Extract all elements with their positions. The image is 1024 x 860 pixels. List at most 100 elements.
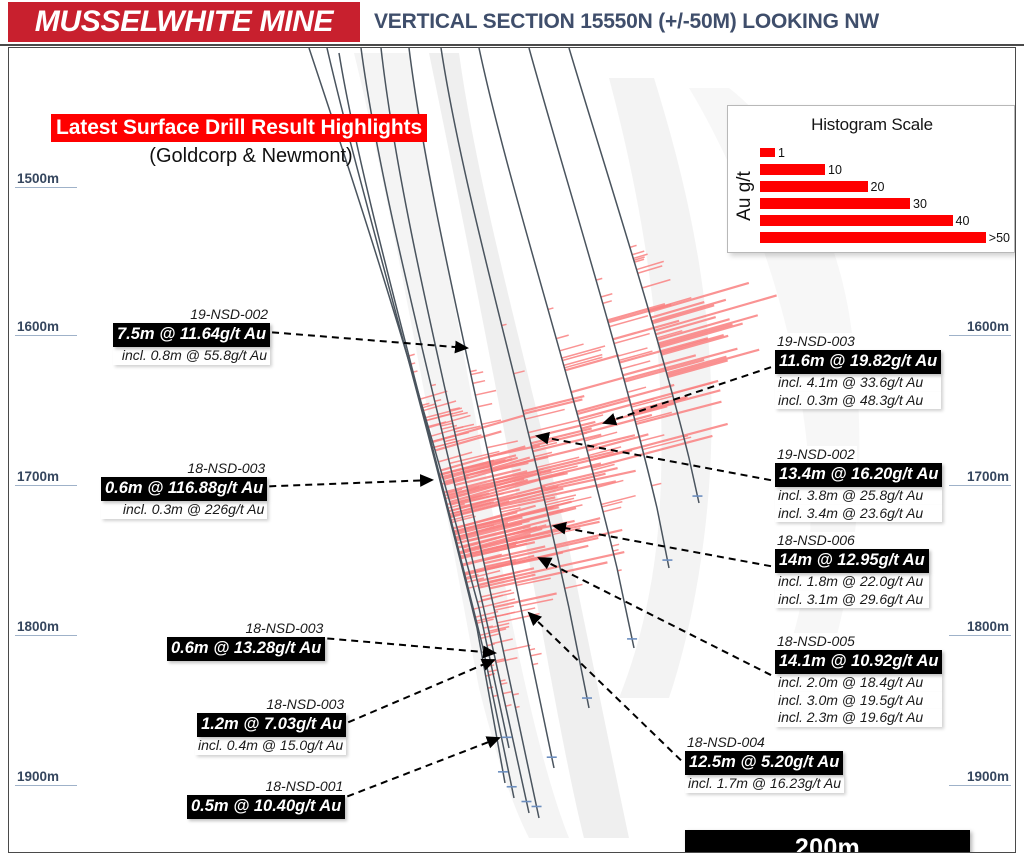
assay-histogram-bar: [540, 466, 618, 488]
callout-assay-included: incl. 3.8m @ 25.8g/t Au: [775, 487, 943, 505]
leader-line-group: [269, 331, 772, 798]
assay-histogram-bar: [642, 436, 692, 451]
assay-histogram-bar: [529, 648, 536, 651]
assay-histogram-bar: [486, 440, 518, 449]
assay-histogram-bar: [476, 524, 495, 530]
assay-histogram-bar: [533, 451, 553, 458]
callout-assay-included: incl. 3.1m @ 29.6g/t Au: [775, 590, 929, 608]
assay-histogram-bar: [495, 656, 518, 664]
assay-histogram-bar: [412, 370, 418, 373]
assay-histogram-bar: [595, 277, 603, 281]
legend-bar: [760, 215, 953, 226]
assay-histogram-bar: [632, 389, 721, 415]
assay-histogram-bar: [624, 358, 705, 383]
drillhole-trace: [326, 48, 506, 784]
callout-assay-main: 14.1m @ 10.92g/t Au: [775, 650, 943, 674]
depth-tick-left: [15, 335, 77, 336]
callout-hole-id: 19-NSD-003: [775, 333, 857, 350]
callout-assay-main: 13.4m @ 16.20g/t Au: [775, 463, 943, 487]
assay-histogram-bar: [493, 468, 544, 481]
assay-histogram-bar: [491, 462, 529, 472]
callout-assay-main: 14m @ 12.95g/t Au: [775, 549, 929, 573]
assay-histogram-bar: [541, 472, 606, 490]
assay-histogram-bar: [445, 494, 483, 506]
assay-histogram-bar: [461, 553, 502, 566]
depth-label-right: 1900m: [966, 769, 1009, 784]
assay-histogram-bar: [421, 402, 430, 407]
callout-assay-included: incl. 3.0m @ 19.5g/t Au: [775, 691, 943, 709]
assay-histogram-bar: [650, 301, 705, 319]
drillhole-trace: [478, 48, 635, 649]
assay-histogram-bar: [528, 419, 579, 434]
callout-assay-included: incl. 1.8m @ 22.0g/t Au: [775, 573, 929, 591]
callout-leader-line: [271, 331, 469, 354]
callout-leader-line: [347, 658, 496, 724]
assay-histogram-bar: [623, 347, 738, 381]
depth-tick-left: [15, 485, 77, 486]
assay-histogram-bar: [450, 487, 564, 519]
assay-histogram-bar: [561, 345, 606, 359]
assay-histogram-bar: [425, 416, 438, 422]
assay-histogram-bar: [556, 334, 569, 340]
assay-histogram-bar: [471, 501, 492, 508]
assay-histogram-bar: [450, 411, 468, 418]
assay-histogram-bar: [633, 405, 668, 417]
assay-histogram-bar: [483, 536, 599, 565]
assay-histogram-bar: [674, 397, 687, 402]
assay-histogram-bar: [564, 583, 583, 590]
legend-bar: [760, 198, 910, 209]
assay-histogram-bar: [502, 690, 512, 695]
drillhole-trace: [568, 48, 700, 504]
header: MUSSELWHITE MINE VERTICAL SECTION 15550N…: [0, 0, 1024, 45]
assay-histogram-bar: [449, 407, 461, 411]
assay-histogram-bar: [607, 303, 672, 324]
assay-histogram-bar: [634, 258, 645, 263]
assay-histogram-bar: [488, 672, 496, 676]
depth-label-left: 1600m: [17, 319, 60, 334]
assay-histogram-bar: [443, 485, 480, 497]
depth-tick-left: [15, 635, 77, 636]
legend-row: 40: [760, 212, 1010, 229]
assay-histogram-bar: [532, 433, 602, 453]
depth-tick-right: [949, 785, 1011, 786]
assay-histogram-bar: [576, 398, 631, 416]
assay-histogram-bar: [465, 577, 485, 584]
depth-label-left: 1800m: [17, 619, 60, 634]
callout-hole-id: 18-NSD-004: [685, 734, 767, 751]
assay-histogram-bar: [652, 304, 715, 325]
assay-histogram-bar: [457, 524, 547, 549]
assay-histogram-bar: [584, 431, 618, 442]
assay-histogram-bar: [520, 598, 554, 607]
assay-histogram-bar: [619, 337, 709, 364]
callout-assay-main: 0.6m @ 116.88g/t Au: [101, 477, 268, 501]
assay-histogram-bar: [512, 692, 519, 696]
highlights-banner: Latest Surface Drill Result Highlights (…: [51, 114, 461, 169]
assay-histogram-bar: [532, 662, 539, 666]
assay-histogram-bar: [440, 422, 454, 427]
assay-histogram-bar: [494, 605, 514, 612]
assay-histogram-bar: [607, 302, 666, 322]
legend-row: 30: [760, 195, 1010, 212]
assay-histogram-bar: [537, 450, 614, 472]
assay-histogram-bar: [641, 278, 671, 289]
assay-histogram-bar: [544, 494, 577, 504]
depth-tick-right: [949, 635, 1011, 636]
assay-histogram-bar: [633, 256, 645, 262]
assay-histogram-bar: [656, 318, 730, 341]
callout-assay-included: incl. 0.3m @ 226g/t Au: [101, 501, 268, 519]
assay-histogram-bar: [440, 445, 526, 472]
assay-histogram-bar: [659, 322, 743, 349]
assay-histogram-bar: [570, 376, 624, 394]
assay-histogram-bar: [428, 414, 471, 429]
depth-tick-right: [949, 485, 1011, 486]
callout-leader-line: [602, 366, 772, 426]
legend-row: 1: [760, 144, 1010, 161]
assay-histogram-bar: [618, 350, 653, 362]
drillhole-trace: [528, 48, 670, 569]
